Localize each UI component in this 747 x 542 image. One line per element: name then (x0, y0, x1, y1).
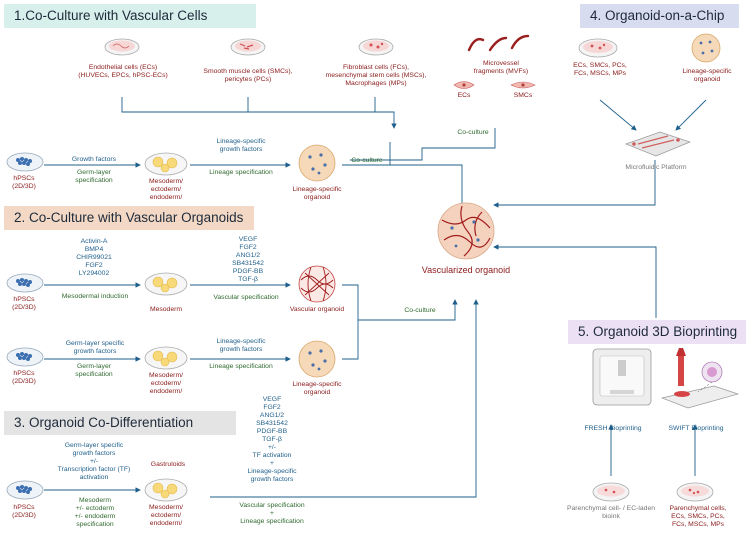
meso-label-s1: Mesoderm/ ectoderm/ endoderm/ (149, 178, 183, 201)
s3-vascular-factors-label: VEGF FGF2 ANG1/2 SB431542 PDGF-BB TGF-β … (247, 396, 297, 483)
coculture-label-s2: Co-culture (404, 307, 436, 314)
hpsc-dish-icon-s2b (6, 347, 44, 367)
section2-header: 2. Co-Culture with Vascular Organoids (4, 206, 254, 230)
hpsc-dish-icon-s2a (6, 273, 44, 293)
lineage-org-label-s1: Lineage-specific organoid (292, 186, 342, 201)
growth-factors-label: Growth factors (71, 156, 117, 163)
petri-dish-s4-icon (578, 38, 618, 58)
s3-vascular-spec-label: Vascular specification + Lineage specifi… (239, 502, 305, 525)
smcs-label: Smooth muscle cells (SMCs), pericytes (P… (203, 68, 293, 83)
mesodermal-factors-label: Activin-A BMP4 CHIR99021 FGF2 LY294002 (76, 238, 112, 277)
meso-label-s2b: Mesoderm/ ectoderm/ endoderm/ (149, 372, 183, 395)
petri-dish-fcs-icon (358, 38, 394, 56)
s3-factors-label: Germ-layer specific growth factors +/- T… (57, 442, 131, 481)
lineage-spec-label-s2: Lineage specification (209, 363, 273, 370)
lineage-organoid-icon-s4 (691, 33, 721, 63)
section5-header: 5. Organoid 3D Bioprinting (568, 320, 746, 344)
microvessel-fragments-icon (467, 34, 530, 52)
section4-header: 4. Organoid-on-a-Chip (580, 4, 739, 28)
parenchymal-dish-icon (676, 482, 714, 502)
mesoderm-dish-icon-s1 (144, 152, 188, 176)
meso-label-s3: Mesoderm/ ectoderm/ endoderm/ (149, 504, 183, 527)
mesoderm-dish-icon-s2 (144, 272, 188, 296)
gastruloid-dish-icon (144, 478, 188, 502)
hpsc-label-s2a: hPSCs (2D/3D) (12, 296, 36, 311)
vascular-factors-label: VEGF FGF2 ANG1/2 SB431542 PDGF-BB TGF-β (232, 236, 264, 283)
bioink-dish-icon (592, 482, 630, 502)
s3-spec-label: Mesoderm +/- ectoderm +/- endoderm speci… (74, 497, 116, 528)
s4-organoid-label: Lineage-specific organoid (682, 68, 732, 83)
bioprinter-icon (592, 348, 652, 406)
vascular-organoid-label: Vascular organoid (289, 306, 345, 313)
lineage-org-label-s2: Lineage-specific organoid (292, 381, 342, 396)
ec-cell-icon (453, 81, 475, 89)
hpsc-label-s1: hPSCs (2D/3D) (12, 175, 36, 190)
mesoderm-label-s2: Mesoderm (149, 306, 183, 313)
mvf-label: Microvessel fragments (MVFs) (473, 60, 529, 75)
section1-header: 1.Co-Culture with Vascular Cells (4, 4, 256, 28)
lineage-organoid-icon-s2 (298, 340, 336, 378)
germ-spec-label-s2: Germ-layer specification (75, 363, 113, 378)
s4-cells-label: ECs, SMCs, PCs, FCs, MSCs, MPs (573, 62, 627, 77)
hpsc-dish-icon-s3 (6, 480, 44, 500)
coculture-label-mvf: Co-culture (457, 129, 489, 136)
vascular-organoid-icon (298, 265, 336, 303)
smcs-mvf-label: SMCs (513, 92, 533, 99)
vascularized-organoid-icon (437, 202, 495, 260)
bioink-label: Parenchymal cell- / EC-laden bioink (566, 505, 656, 520)
coculture-label-s1: Co-culture (351, 157, 383, 164)
microfluidic-label: Microfluidic Platform (625, 164, 687, 171)
lineage-gf-label-s1: Lineage-specific growth factors (216, 138, 266, 153)
fcs-label: Fibroblast cells (FCs), mesenchymal stem… (325, 64, 427, 87)
lineage-organoid-icon-s1 (298, 144, 336, 182)
ecs-mvf-label: ECs (457, 92, 471, 99)
mesodermal-induction-label: Mesodermal induction (61, 293, 129, 300)
hpsc-label-s3: hPSCs (2D/3D) (12, 504, 36, 519)
smc-cell-icon (510, 81, 536, 89)
swift-label: SWIFT Bioprinting (668, 425, 724, 432)
fresh-label: FRESH Bioprinting (584, 425, 642, 432)
lineage-gf-label-s2: Lineage-specific growth factors (216, 338, 266, 353)
gastruloids-label: Gastruloids (150, 461, 186, 468)
germ-gf-label-s2: Germ-layer specific growth factors (65, 340, 125, 355)
vascular-spec-label: Vascular specification (213, 294, 279, 301)
petri-dish-ecs-icon (104, 38, 140, 56)
hpsc-label-s2b: hPSCs (2D/3D) (12, 370, 36, 385)
vascularized-organoid-label: Vascularized organoid (421, 265, 511, 275)
petri-dish-smcs-icon (230, 38, 266, 56)
mesoderm-dish-icon-s2b (144, 346, 188, 370)
microfluidic-chip-icon (625, 131, 692, 157)
section3-header: 3. Organoid Co-Differentiation (4, 411, 236, 435)
lineage-spec-label-s1: Lineage specification (209, 169, 273, 176)
germ-spec-label-s1: Germ-layer specification (75, 169, 113, 184)
parenchymal-label: Parenchymal cells, ECs, SMCs, PCs, FCs, … (669, 505, 727, 528)
ecs-label: Endothelial cells (ECs) (HUVECs, EPCs, h… (78, 64, 168, 79)
hpsc-dish-icon-s1 (6, 152, 44, 172)
swift-printing-icon (660, 348, 740, 409)
